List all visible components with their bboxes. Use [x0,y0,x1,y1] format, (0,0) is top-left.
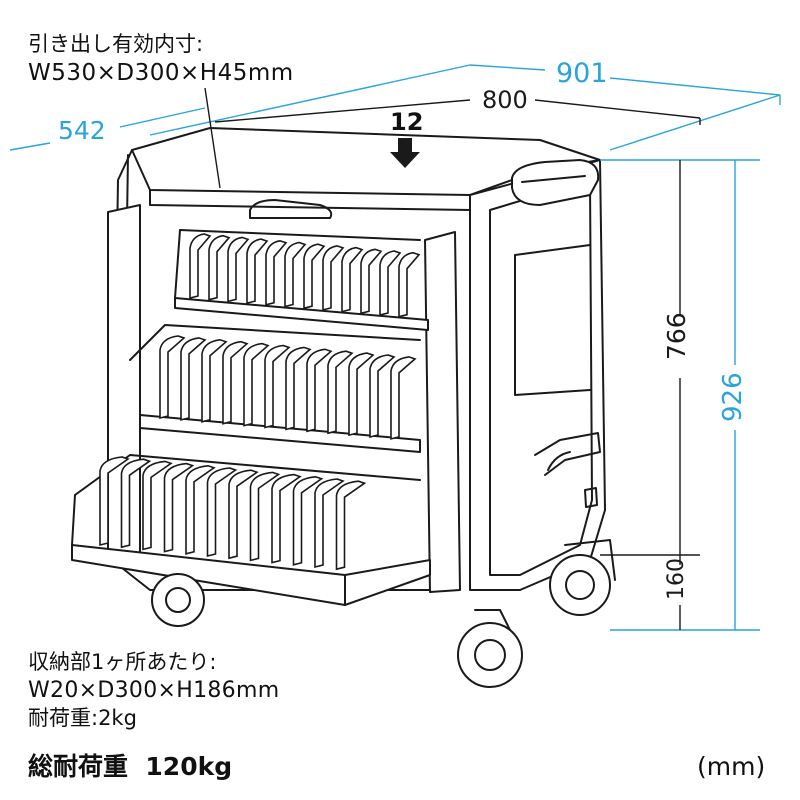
slot-load: 耐荷重:2kg [28,706,137,730]
dim-body-width: 800 [482,86,528,114]
total-load: 総耐荷重 120kg [28,752,233,781]
slot-divider [246,238,269,305]
slot-divider [180,337,207,421]
slot-divider [159,335,186,420]
slot-count: 12 [390,108,424,136]
slot-divider [189,233,212,300]
slot-divider [265,239,288,306]
dim-overall-height: 926 [718,372,748,422]
cart-handle [511,159,600,206]
slot-size: W20×D300×H186mm [28,678,280,703]
arrow-down-icon [390,138,420,168]
slot-divider [335,480,367,571]
slot-divider [360,248,383,315]
slot-divider [341,246,364,313]
shelf-top [174,297,429,331]
slot-divider [264,344,291,429]
slot-divider [327,350,354,435]
slot-divider [163,462,195,553]
slot-divider [348,352,375,437]
slot-divider [228,469,259,560]
slot-divider [379,250,402,317]
slot-title: 収納部1ヶ所あたり: [28,650,217,674]
dim-depth: 542 [58,116,106,145]
dim-caster-height: 160 [664,558,689,600]
unit-label: (mm) [697,752,766,781]
slot-divider [185,464,216,555]
slot-divider [398,251,421,318]
slot-divider [222,340,249,425]
slot-divider [292,475,324,566]
slot-divider [206,467,238,558]
slot-divider [243,342,270,427]
slot-divider [285,346,312,431]
caster-rear-right [549,539,616,616]
front-door [424,231,461,593]
slot-divider [369,354,396,439]
slot-divider [99,456,130,547]
side-port [584,487,598,508]
slot-divider [322,245,345,311]
drawer-title: 引き出し有効内寸: [28,32,204,56]
caster-front-right [457,609,523,688]
shelf-middle [139,414,421,453]
slot-divider [120,458,152,549]
slot-divider [142,460,173,551]
slot-divider [227,236,250,303]
dim-leader-drawer [204,87,221,189]
dim-body-height: 766 [662,312,691,360]
slot-divider [208,234,231,301]
cable-hook [534,432,601,476]
slot-divider [201,338,228,423]
slot-divider [306,348,333,433]
dim-line-901 [149,64,781,136]
slot-divider [303,243,326,310]
slot-divider [284,241,307,308]
dim-line-542 [9,107,206,151]
drawer-size: W530×D300×H45mm [28,60,294,86]
dim-line-800 [214,99,701,123]
slot-divider [314,478,345,569]
caster-front-left [151,573,205,627]
dim-overall-width: 901 [556,58,608,89]
slot-divider [271,473,302,564]
slot-divider [390,356,417,440]
slot-divider [249,471,281,562]
